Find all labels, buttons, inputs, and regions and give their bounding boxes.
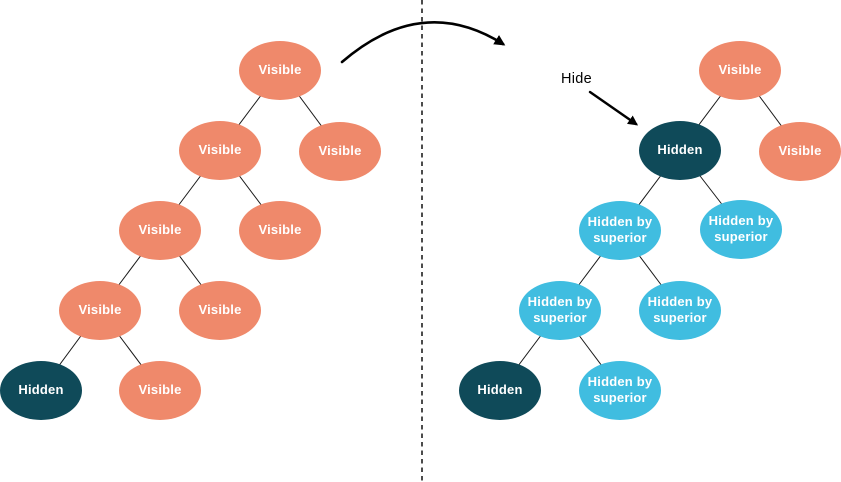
node-visible: Visible bbox=[759, 121, 841, 181]
node-hidden-by-superior: Hidden by superior bbox=[579, 200, 661, 260]
hide-arrow-icon bbox=[588, 90, 639, 126]
node-label: Visible bbox=[778, 142, 822, 158]
node-hidden: Hidden bbox=[459, 360, 541, 420]
node-visible: Visible bbox=[119, 200, 201, 260]
node-label: Hidden by superior bbox=[708, 212, 774, 244]
node-hidden-by-superior: Hidden by superior bbox=[700, 199, 782, 259]
hide-annotation-label: Hide bbox=[561, 71, 593, 87]
node-label: Hidden by superior bbox=[527, 293, 593, 325]
node-label: Visible bbox=[198, 141, 242, 157]
node-visible: Visible bbox=[239, 200, 321, 260]
node-hidden-by-superior: Hidden by superior bbox=[519, 280, 601, 340]
transform-arrow-icon bbox=[340, 21, 506, 64]
node-label: Hidden bbox=[657, 141, 703, 157]
node-label: Visible bbox=[138, 381, 182, 397]
node-visible: Visible bbox=[59, 280, 141, 340]
node-label: Hidden by superior bbox=[587, 373, 653, 405]
node-visible: Visible bbox=[239, 40, 321, 100]
node-label: Visible bbox=[318, 142, 362, 158]
node-visible: Visible bbox=[299, 121, 381, 181]
node-label: Hidden bbox=[477, 381, 523, 397]
node-hidden-by-superior: Hidden by superior bbox=[639, 280, 721, 340]
node-label: Visible bbox=[198, 301, 242, 317]
node-label: Hidden by superior bbox=[587, 213, 653, 245]
node-hidden: Hidden bbox=[639, 120, 721, 180]
node-label: Hidden by superior bbox=[647, 293, 713, 325]
node-label: Visible bbox=[258, 61, 302, 77]
node-label: Visible bbox=[718, 61, 762, 77]
node-hidden-by-superior: Hidden by superior bbox=[579, 360, 661, 420]
node-label: Visible bbox=[78, 301, 122, 317]
node-visible: Visible bbox=[699, 40, 781, 100]
node-label: Visible bbox=[138, 221, 182, 237]
node-label: Hidden bbox=[18, 381, 64, 397]
node-visible: Visible bbox=[119, 360, 201, 420]
node-visible: Visible bbox=[179, 280, 261, 340]
node-hidden: Hidden bbox=[0, 360, 82, 420]
node-visible: Visible bbox=[179, 120, 261, 180]
node-label: Visible bbox=[258, 221, 302, 237]
